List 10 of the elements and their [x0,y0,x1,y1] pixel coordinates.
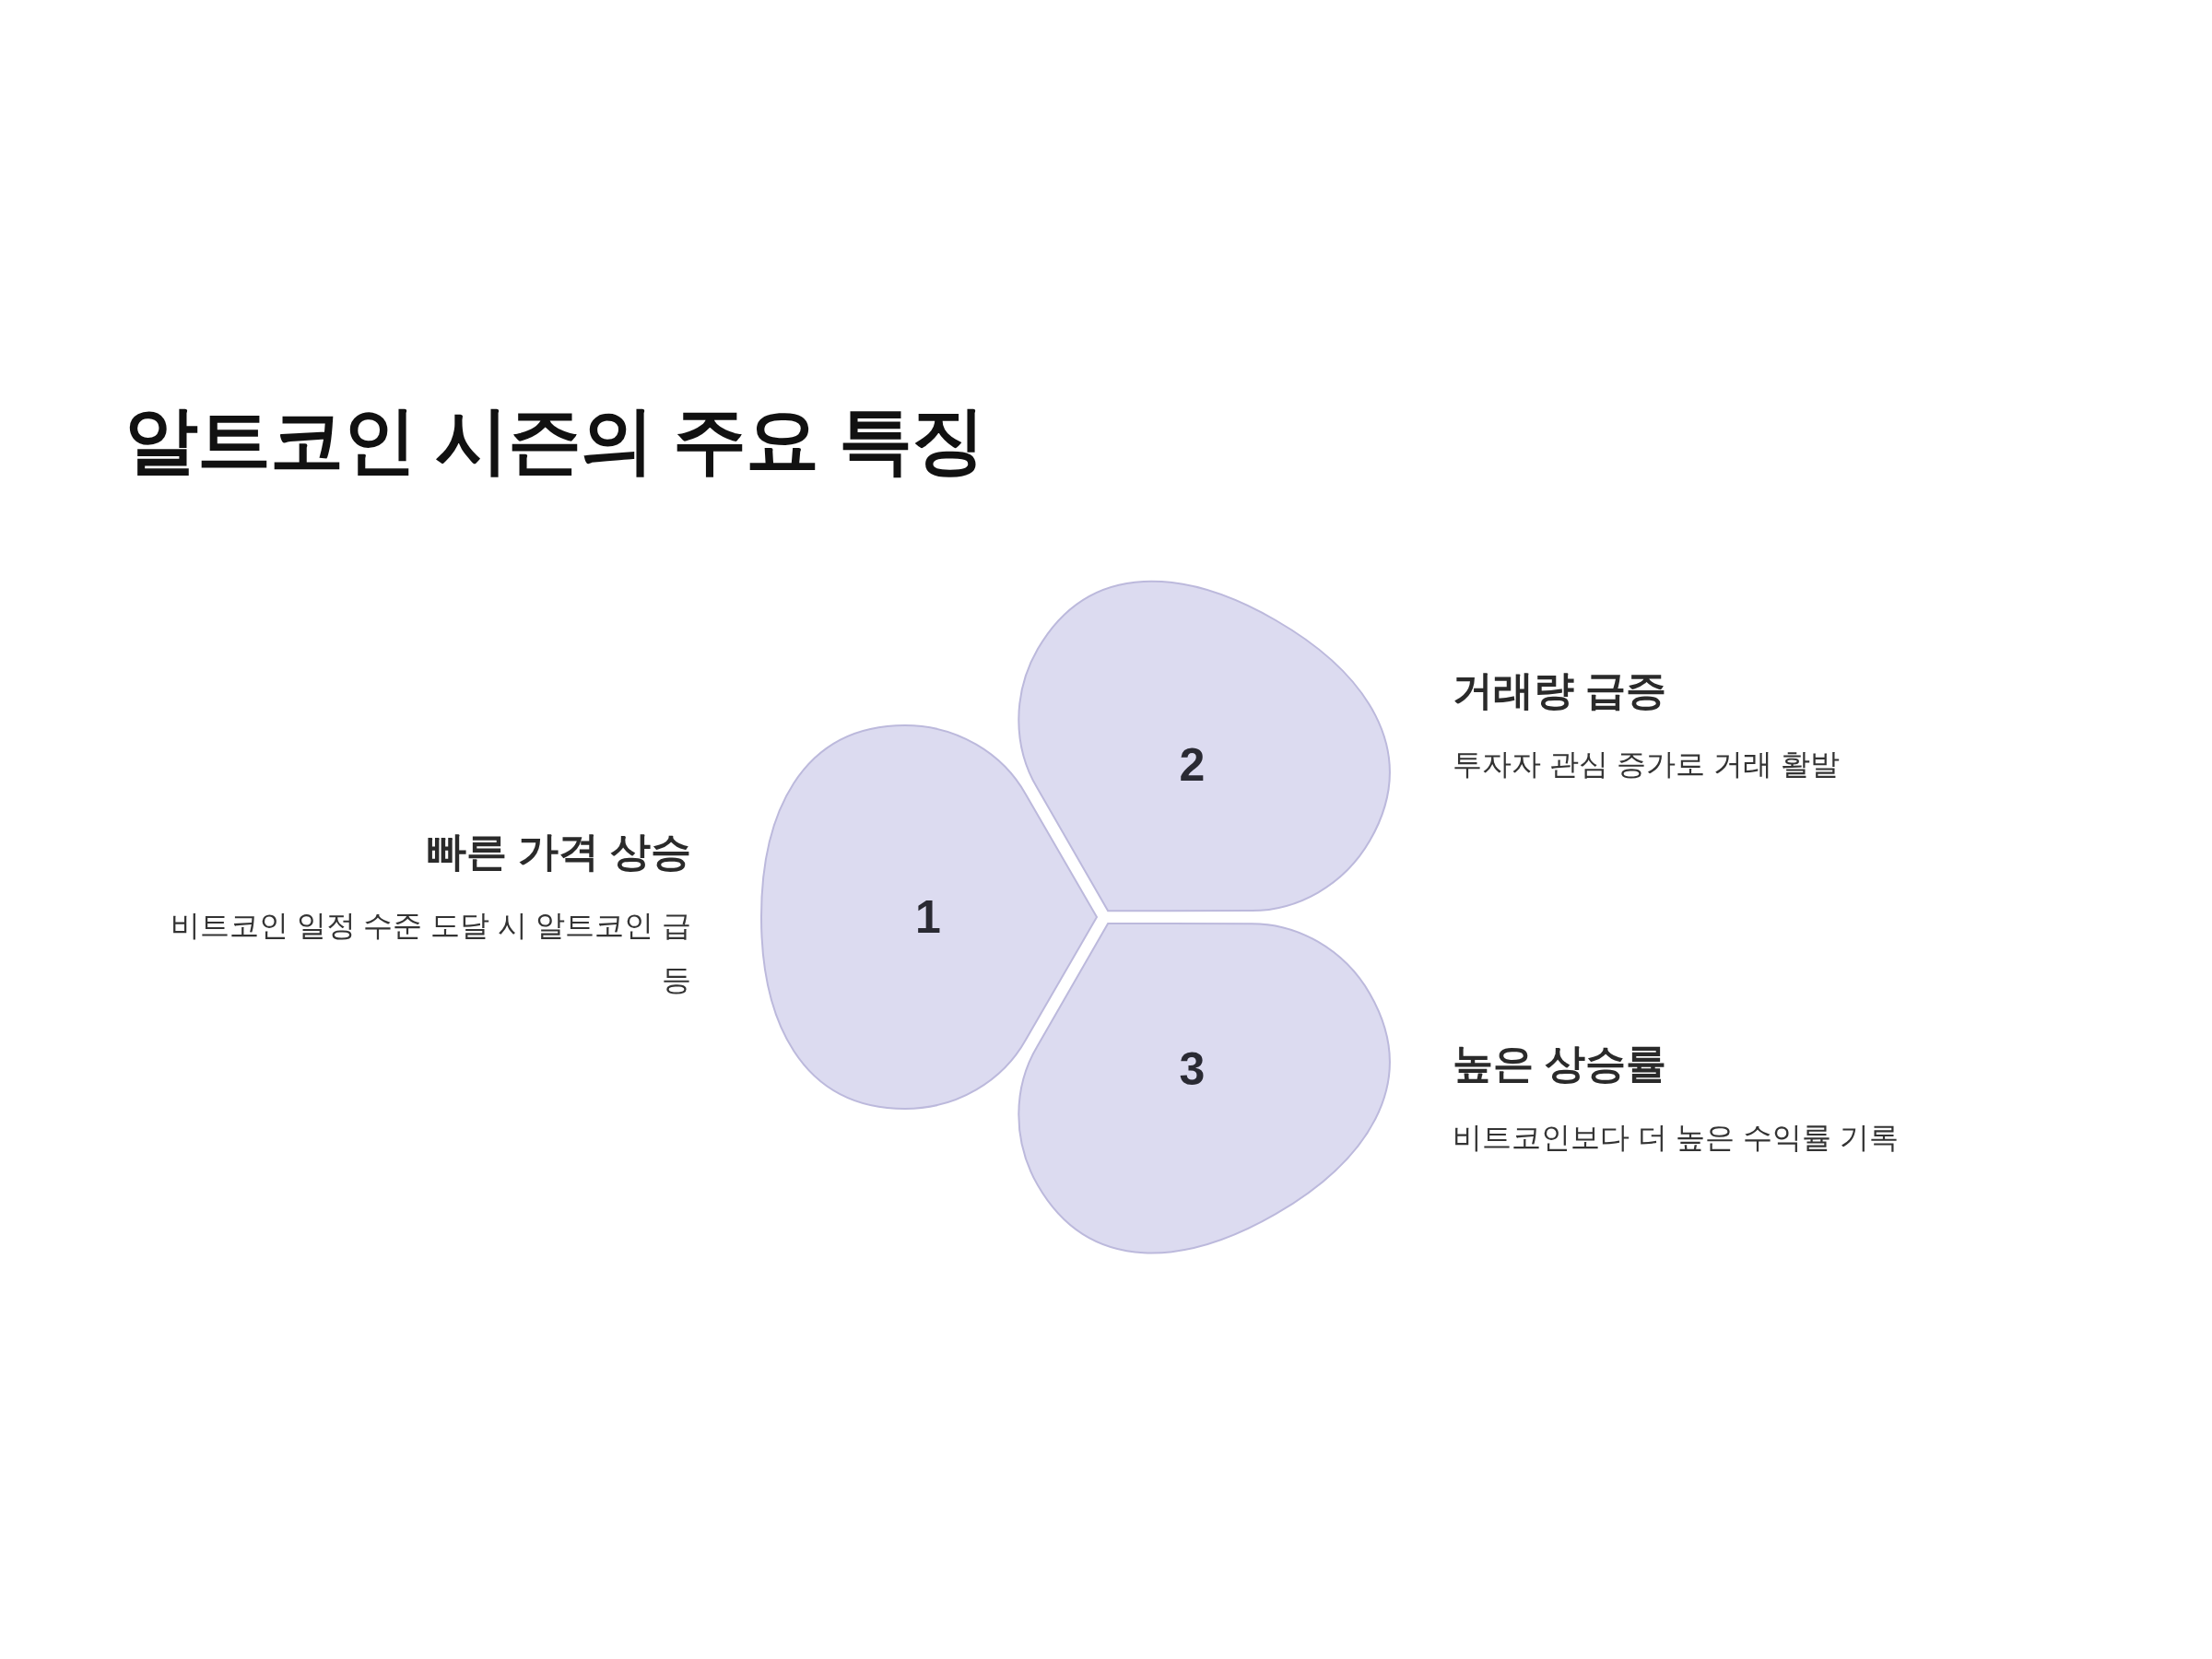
feature-description: 비트코인 일정 수준 도달 시 알트코인 급등 [169,908,691,999]
title: 알트코인 시즌의 주요 특징 [124,398,984,483]
step-number: 3 [1179,1046,1206,1093]
feature-heading: 높은 상승률 [1453,1040,1667,1088]
feature-heading: 거래량 급증 [1453,666,1667,714]
feature-description: 투자자 관심 증가로 거래 활발 [1453,747,1840,782]
feature-description: 비트코인보다 더 높은 수익률 기록 [1453,1120,1899,1156]
step-number: 2 [1179,741,1206,788]
step-number: 1 [915,894,941,940]
feature-heading: 빠른 가격 상승 [425,828,691,876]
